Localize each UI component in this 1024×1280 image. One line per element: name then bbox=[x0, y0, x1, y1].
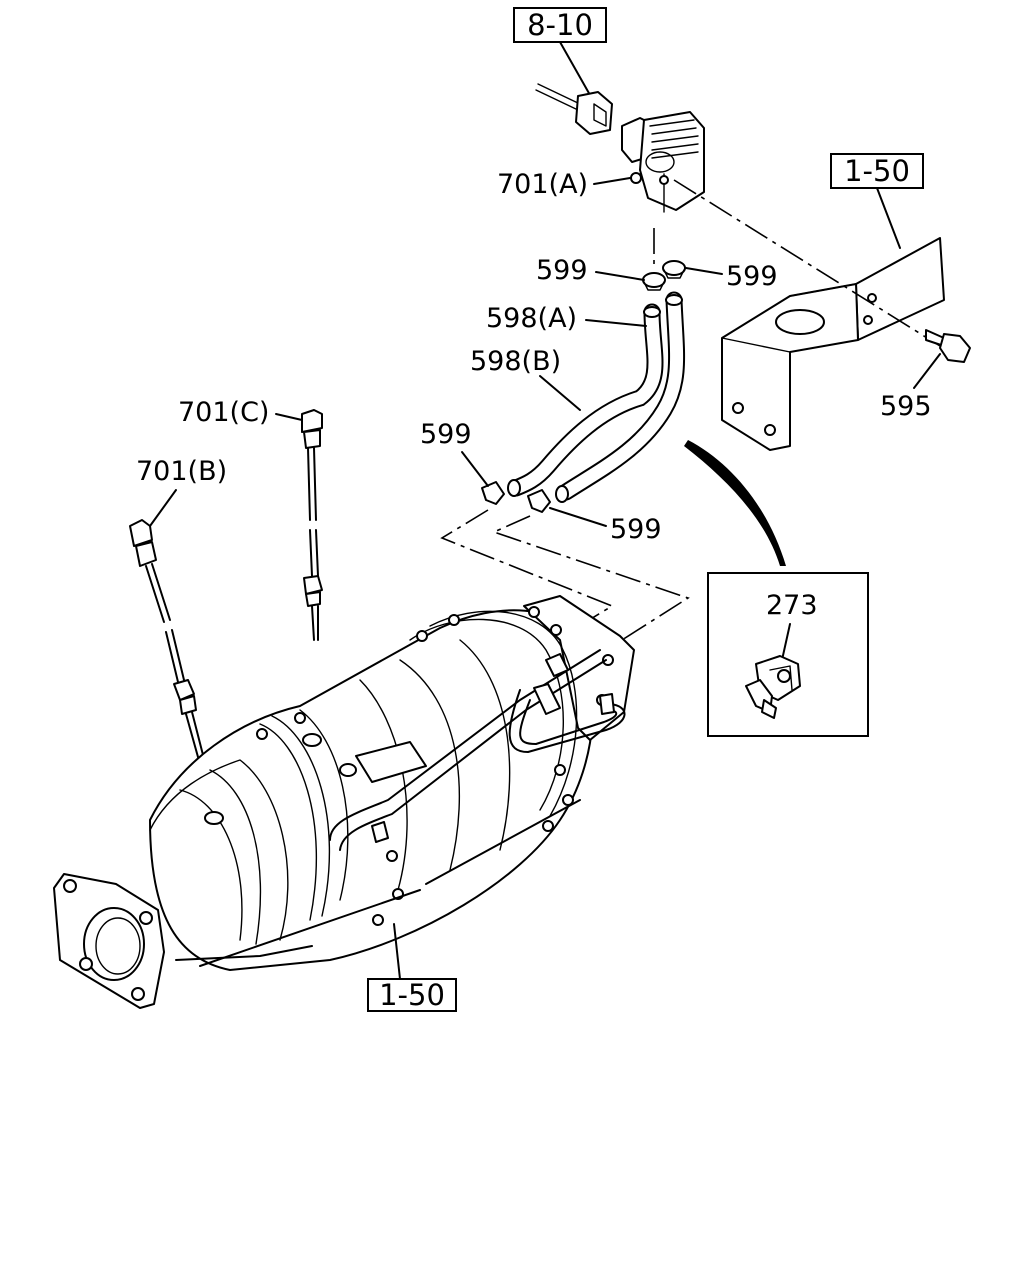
callout-598a: 598(A) bbox=[486, 303, 577, 334]
leader-598a bbox=[585, 319, 647, 327]
leader-595 bbox=[913, 353, 941, 389]
leader-1-50-bottom bbox=[393, 923, 401, 980]
leader-701b bbox=[149, 489, 177, 527]
callout-701b: 701(B) bbox=[136, 456, 227, 487]
temp-sensor-701c[interactable] bbox=[301, 409, 323, 641]
callout-599-top-right: 599 bbox=[726, 261, 778, 292]
leader-599-top-right bbox=[685, 267, 723, 275]
hose-598a[interactable] bbox=[555, 291, 686, 503]
callout-599-top-left: 599 bbox=[536, 255, 588, 286]
callout-599-mid-right: 599 bbox=[610, 514, 662, 545]
dpf-assembly bbox=[53, 595, 635, 1009]
callout-599-mid-left: 599 bbox=[420, 419, 472, 450]
hose-598b[interactable] bbox=[507, 303, 664, 497]
leader-8-10 bbox=[559, 41, 591, 96]
detail-arrow bbox=[684, 440, 786, 566]
detail-box-273[interactable]: 273 bbox=[707, 572, 869, 737]
clip-599-mid-left[interactable] bbox=[481, 481, 505, 505]
leader-701c bbox=[275, 413, 303, 421]
leader-701a bbox=[593, 177, 631, 185]
harness-connector bbox=[535, 83, 613, 135]
ref-8-10-label: 8-10 bbox=[527, 8, 593, 42]
leader-273 bbox=[781, 623, 791, 661]
leader-599-mid-right bbox=[549, 507, 607, 527]
bolt-595[interactable] bbox=[925, 329, 971, 363]
callout-595: 595 bbox=[880, 391, 932, 422]
callout-701c: 701(C) bbox=[178, 397, 269, 428]
clip-599-mid-right[interactable] bbox=[527, 489, 551, 513]
axis-bolt bbox=[673, 179, 941, 347]
callout-273: 273 bbox=[766, 590, 818, 621]
ref-box-8-10[interactable]: 8-10 bbox=[513, 7, 607, 43]
ref-box-1-50-top[interactable]: 1-50 bbox=[830, 153, 924, 189]
leader-599-mid-left bbox=[461, 451, 489, 487]
callout-598b: 598(B) bbox=[470, 346, 561, 377]
ref-box-1-50-bottom[interactable]: 1-50 bbox=[367, 978, 457, 1012]
ref-1-50-top-label: 1-50 bbox=[844, 154, 910, 188]
clip-599-top-left[interactable] bbox=[642, 272, 666, 291]
clip-599-top-right[interactable] bbox=[662, 260, 686, 279]
route-dash-left bbox=[440, 509, 614, 651]
leader-1-50-top bbox=[876, 187, 901, 249]
route-dash-right bbox=[491, 515, 690, 655]
clip-273 bbox=[745, 655, 801, 719]
leader-599-top-left bbox=[595, 271, 645, 281]
leader-598b bbox=[539, 375, 581, 411]
mounting-bracket bbox=[721, 237, 945, 451]
pressure-sensor-701a[interactable] bbox=[621, 111, 705, 213]
callout-701a: 701(A) bbox=[497, 169, 588, 200]
ref-1-50-bottom-label: 1-50 bbox=[379, 978, 445, 1012]
